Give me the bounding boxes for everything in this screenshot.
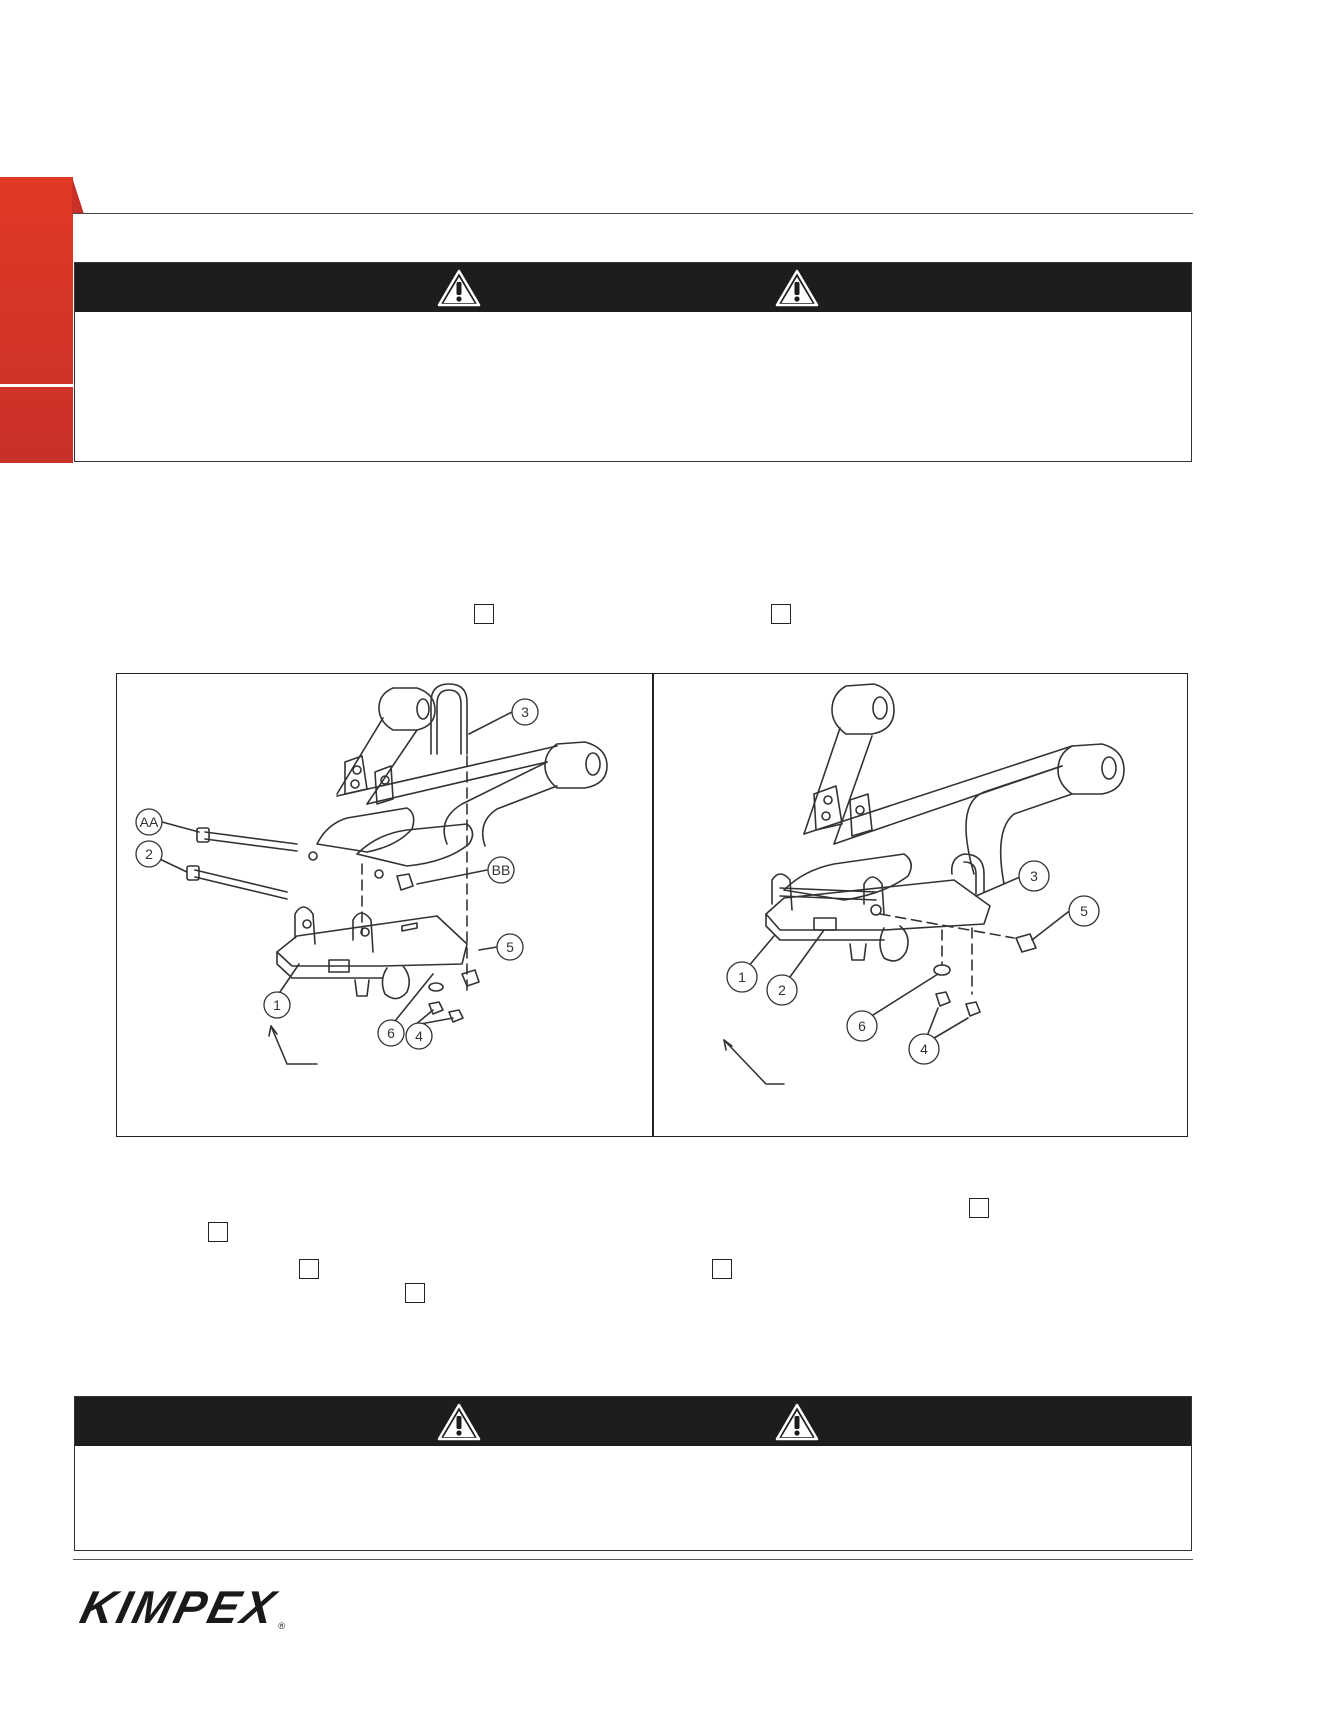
svg-text:5: 5 (1080, 903, 1088, 919)
callout-4: 4 (908, 1033, 940, 1065)
checkbox[interactable] (299, 1259, 319, 1279)
warning-triangle-icon (437, 269, 481, 307)
svg-text:6: 6 (858, 1018, 866, 1034)
svg-text:2: 2 (145, 846, 153, 862)
callout-6: 6 (377, 1019, 405, 1047)
warning-triangle-icon (437, 1403, 481, 1441)
figure-divider (652, 674, 654, 1136)
callout-3: 3 (1018, 860, 1050, 892)
warning-box-top (74, 262, 1192, 462)
checkbox[interactable] (969, 1198, 989, 1218)
assembly-drawing-left: AA 2 3 BB 5 (135, 683, 608, 1065)
section-side-tab (0, 177, 73, 463)
callout-2: 2 (135, 840, 163, 868)
svg-text:4: 4 (920, 1041, 928, 1057)
tab-notch (72, 177, 84, 214)
warning-box-bottom (74, 1396, 1192, 1551)
svg-text:6: 6 (387, 1025, 395, 1041)
svg-text:2: 2 (778, 982, 786, 998)
callout-BB: BB (487, 856, 515, 884)
callout-2: 2 (766, 974, 798, 1006)
warning-triangle-icon (775, 269, 819, 307)
callout-6: 6 (846, 1010, 878, 1042)
checkbox[interactable] (771, 604, 791, 624)
figure-panel-right: 3 5 1 2 6 (654, 674, 1189, 1135)
warning-header-bar (75, 263, 1191, 312)
svg-text:5: 5 (506, 939, 514, 955)
callout-AA: AA (135, 808, 163, 836)
header-rule (73, 213, 1193, 214)
installation-figure: AA 2 3 BB 5 (116, 673, 1188, 1137)
callout-5: 5 (1068, 895, 1100, 927)
svg-text:3: 3 (521, 704, 529, 720)
registered-mark: ® (278, 1621, 286, 1631)
svg-text:1: 1 (738, 969, 746, 985)
checkbox[interactable] (474, 604, 494, 624)
kimpex-logo: KIMPEX® (76, 1581, 352, 1633)
callout-1: 1 (726, 961, 758, 993)
svg-text:4: 4 (415, 1028, 423, 1044)
callout-1: 1 (263, 991, 291, 1019)
svg-text:1: 1 (273, 997, 281, 1013)
svg-text:AA: AA (140, 814, 159, 830)
callout-4: 4 (405, 1022, 433, 1050)
figure-panel-left: AA 2 3 BB 5 (117, 674, 652, 1135)
logo-text: KIMPEX (75, 1581, 283, 1633)
side-tab-divider (0, 384, 73, 387)
checkbox[interactable] (712, 1259, 732, 1279)
checkbox[interactable] (208, 1222, 228, 1242)
callout-3: 3 (511, 698, 539, 726)
svg-text:BB: BB (492, 862, 511, 878)
svg-text:3: 3 (1030, 868, 1038, 884)
warning-header-bar (75, 1397, 1191, 1446)
warning-triangle-icon (775, 1403, 819, 1441)
callout-5: 5 (496, 933, 524, 961)
footer-rule (73, 1559, 1193, 1560)
checkbox[interactable] (405, 1283, 425, 1303)
assembly-drawing-right: 3 5 1 2 6 (723, 683, 1125, 1085)
